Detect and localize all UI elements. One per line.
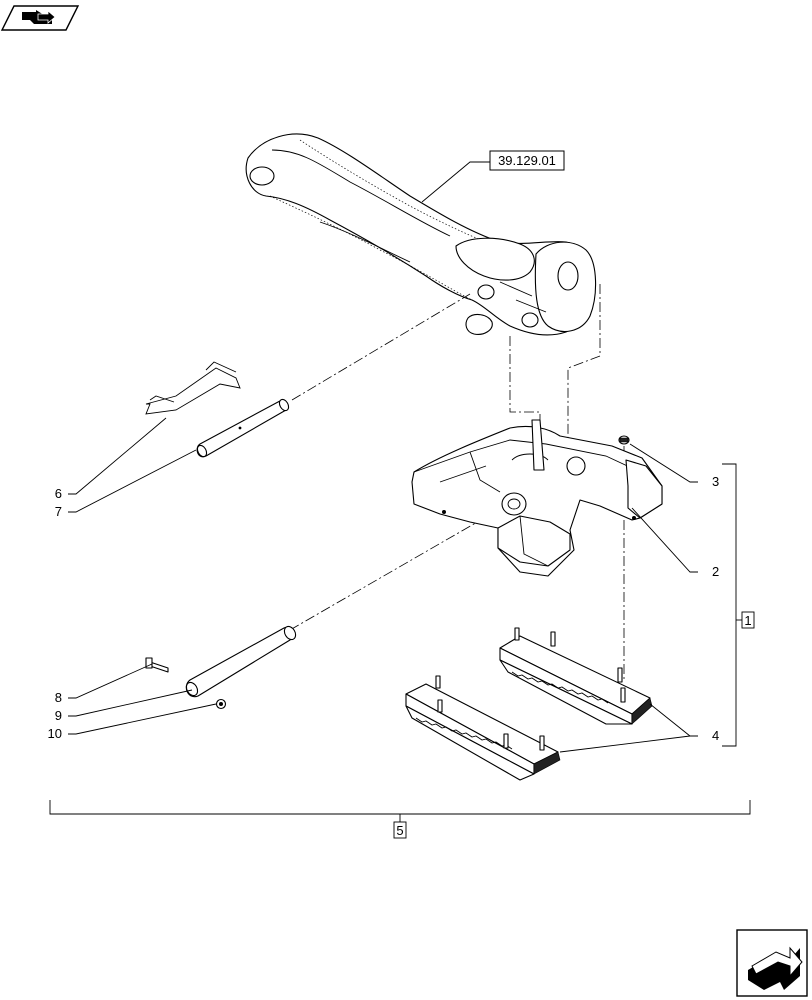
svg-text:10: 10 [48,726,62,741]
svg-text:2: 2 [712,564,719,579]
callout-5[interactable]: 5 [393,821,407,839]
wear-pad-lower [405,675,561,781]
callout-3[interactable]: 3 [712,474,719,489]
next-page-arrow-icon[interactable] [736,929,808,997]
group-bracket-5 [49,800,751,822]
leader-lines [68,417,698,753]
callout-4[interactable]: 4 [712,728,719,743]
svg-text:8: 8 [55,690,62,705]
reference-label: 39.129.01 [498,153,556,168]
svg-text:1: 1 [744,613,751,628]
support-bracket [411,419,663,577]
callout-2[interactable]: 2 [712,564,719,579]
svg-text:7: 7 [55,504,62,519]
callout-9[interactable]: 9 [55,708,62,723]
callout-7[interactable]: 7 [55,504,62,519]
wear-pad-upper [499,627,653,725]
svg-text:5: 5 [396,823,403,838]
callout-8[interactable]: 8 [55,690,62,705]
svg-text:6: 6 [55,486,62,501]
svg-text:4: 4 [712,728,719,743]
alignment-lines [289,284,625,680]
boom-arm [245,133,597,336]
callout-1[interactable]: 1 [741,611,755,629]
callout-6[interactable]: 6 [55,486,62,501]
bolt-head [618,435,630,445]
callout-10[interactable]: 10 [48,726,62,741]
folder-arrow-icon[interactable] [0,5,80,31]
svg-text:9: 9 [55,708,62,723]
svg-text:3: 3 [712,474,719,489]
upper-pin [196,398,290,458]
spring-clip [145,361,241,415]
pin-nut [215,698,227,710]
reference-label-box[interactable]: 39.129.01 [489,150,565,171]
lower-pin [185,625,297,698]
group-bracket-1 [722,463,742,747]
